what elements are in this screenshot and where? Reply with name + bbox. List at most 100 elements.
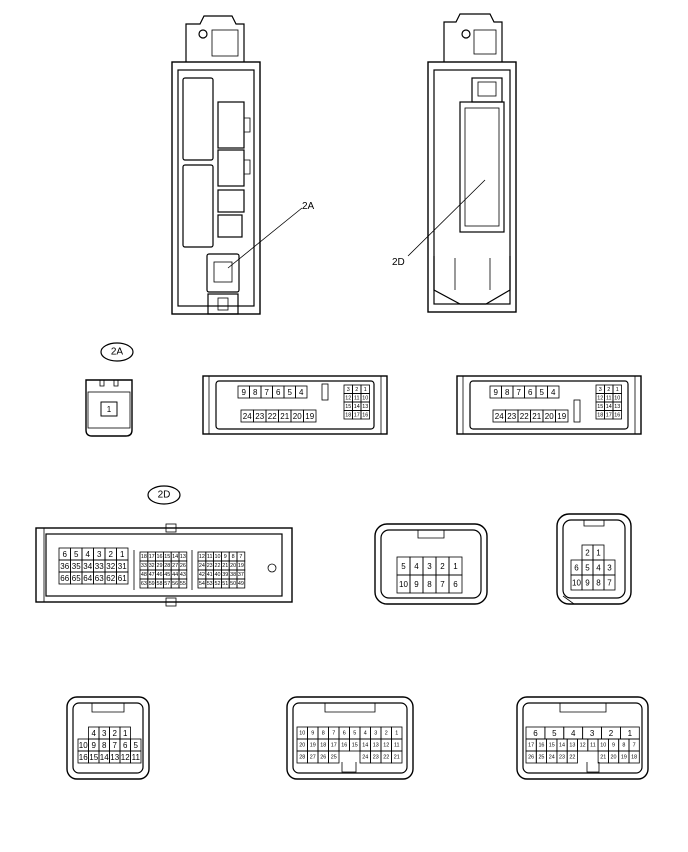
d1-pin-33: 33	[141, 563, 147, 569]
e3-pin-20: 20	[611, 755, 617, 761]
a2-pin-3: 3	[347, 387, 350, 393]
d1-pin-66: 66	[60, 574, 69, 583]
d3-pin-7: 7	[607, 579, 612, 588]
d1-pin-13: 13	[180, 554, 186, 560]
d1-pin-39: 39	[222, 572, 228, 578]
e3-pin-7: 7	[633, 743, 636, 749]
d1-pin-40: 40	[215, 572, 221, 578]
a2-pin-8: 8	[253, 388, 258, 397]
e3-pin-14: 14	[559, 743, 565, 749]
d1-pin-38: 38	[230, 572, 236, 578]
e1-pin-1: 1	[123, 729, 128, 738]
d1-pin-55-cell	[178, 578, 188, 589]
a2-pin-2: 2	[355, 387, 358, 393]
e3-pin-18: 18	[631, 755, 637, 761]
d1-pin-31: 31	[118, 562, 127, 571]
e3-pin-15: 15	[549, 743, 555, 749]
d1-pin-32: 32	[106, 562, 115, 571]
e2-pin-15: 15	[352, 743, 358, 749]
d3-pin-5: 5	[585, 564, 590, 573]
e3-pin-1: 1	[628, 729, 633, 738]
d1-pin-37: 37	[238, 572, 244, 578]
a3-pin-8: 8	[505, 388, 510, 397]
a2-pin-21: 21	[280, 412, 289, 421]
e2-pin-23: 23	[373, 755, 379, 761]
e1-pin-8: 8	[102, 741, 107, 750]
e2-pin-8: 8	[322, 731, 325, 737]
a3-pin-1: 1	[616, 387, 619, 393]
e1-pin-15: 15	[89, 753, 98, 762]
ecu-module-left: 2A	[171, 15, 315, 315]
e1-pin-9: 9	[92, 741, 97, 750]
a3-pin-16-cell	[612, 410, 622, 420]
a2-pin-5: 5	[288, 388, 293, 397]
e3-pin-5: 5	[552, 729, 557, 738]
a2-pin-19-cell	[303, 409, 317, 423]
a3-pin-24: 24	[495, 412, 504, 421]
e1-pin-11: 11	[132, 753, 141, 762]
e3-pin-18-cell	[628, 750, 640, 764]
a1-pin-1-cell	[100, 401, 118, 417]
a2-pin-16: 16	[362, 412, 368, 418]
d1-pin-48: 48	[141, 572, 147, 578]
d1-pin-51: 51	[222, 581, 228, 587]
a3-pin-3: 3	[599, 387, 602, 393]
callout-label-2a: 2A	[302, 201, 315, 212]
d1-pin-43: 43	[180, 572, 186, 578]
d1-pin-18: 18	[141, 554, 147, 560]
e1-pin-12: 12	[121, 753, 130, 762]
d3-pin-10: 10	[572, 579, 581, 588]
a3-pin-9: 9	[494, 388, 499, 397]
e2-pin-25-cell	[328, 750, 340, 764]
a3-pin-20: 20	[545, 412, 554, 421]
d1-pin-63: 63	[95, 574, 104, 583]
d2-pin-10: 10	[399, 580, 408, 589]
e2-pin-22: 22	[383, 755, 389, 761]
a2-pin-9: 9	[242, 388, 247, 397]
e1-pin-16: 16	[79, 753, 88, 762]
e3-pin-11: 11	[590, 743, 596, 749]
a2-pin-16-cell	[360, 410, 370, 420]
d1-pin-2: 2	[109, 550, 114, 559]
d1-pin-9: 9	[224, 554, 227, 560]
e2-pin-7: 7	[332, 731, 335, 737]
d1-pin-28: 28	[164, 563, 170, 569]
e3-pin-23: 23	[559, 755, 565, 761]
connector-a1: 1	[85, 379, 133, 437]
a2-pin-6: 6	[276, 388, 281, 397]
e2-pin-6: 6	[343, 731, 346, 737]
d1-pin-47: 47	[149, 572, 155, 578]
a2-pin-4: 4	[299, 388, 304, 397]
d1-pin-54: 54	[199, 581, 205, 587]
a3-pin-2: 2	[607, 387, 610, 393]
d1-pin-4: 4	[86, 550, 91, 559]
a2-pin-12: 12	[345, 395, 351, 401]
a3-pin-11: 11	[606, 395, 612, 401]
d1-pin-14: 14	[172, 554, 178, 560]
e2-pin-10: 10	[299, 731, 305, 737]
e3-pin-2: 2	[609, 729, 614, 738]
d1-pin-35: 35	[72, 562, 81, 571]
d1-pin-61-cell	[116, 571, 129, 585]
e2-pin-4: 4	[364, 731, 367, 737]
d1-pin-24: 24	[199, 563, 205, 569]
a3-pin-16: 16	[614, 412, 620, 418]
a3-pin-4-cell	[547, 385, 560, 399]
e2-pin-25: 25	[331, 755, 337, 761]
d1-pin-20: 20	[230, 563, 236, 569]
d1-pin-27: 27	[172, 563, 178, 569]
d1-pin-63: 63	[141, 581, 147, 587]
d1-pin-56: 56	[172, 581, 178, 587]
d2-pin-7: 7	[440, 580, 445, 589]
callout-label-2d: 2D	[392, 257, 405, 268]
d1-pin-42: 42	[199, 572, 205, 578]
e1-pin-6: 6	[123, 741, 128, 750]
a3-pin-15: 15	[597, 404, 603, 410]
d2-pin-6: 6	[453, 580, 458, 589]
a2-pin-18: 18	[345, 412, 351, 418]
e3-pin-4: 4	[571, 729, 576, 738]
d1-pin-1: 1	[120, 550, 125, 559]
